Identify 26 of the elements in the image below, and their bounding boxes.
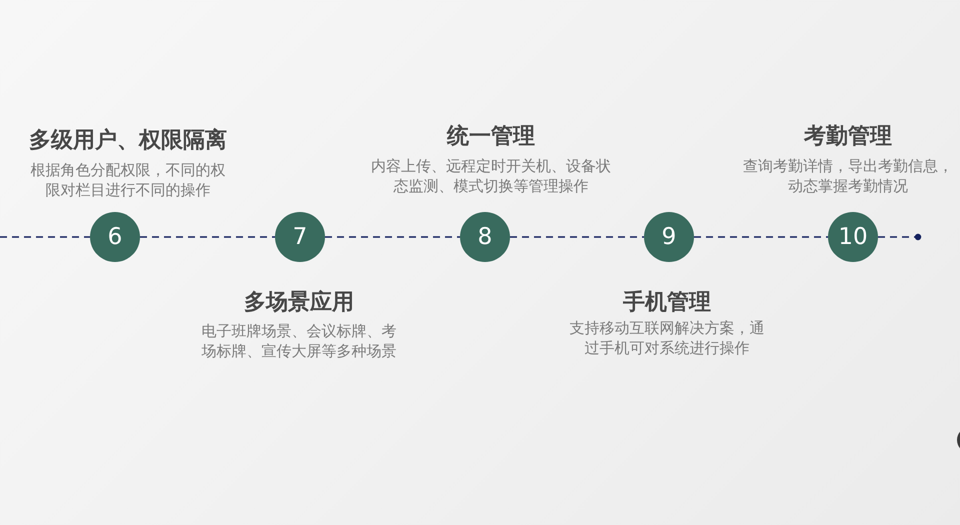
- step-number: 7: [292, 226, 308, 248]
- feature-title: 考勤管理: [804, 124, 892, 150]
- feature-description: 电子班牌场景、会议标牌、考场标牌、宣传大屏等多种场景: [200, 321, 398, 361]
- feature-title: 多级用户、权限隔离: [29, 128, 227, 154]
- feature-description: 查询考勤详情，导出考勤信息，动态掌握考勤情况: [742, 156, 954, 196]
- feature-title: 手机管理: [623, 290, 711, 316]
- step-number: 6: [108, 226, 122, 248]
- feature-description: 支持移动互联网解决方案，通过手机可对系统进行操作: [568, 318, 766, 358]
- dashed-timeline-line: [325, 236, 460, 238]
- step-number: 8: [478, 226, 492, 248]
- step-circle: [644, 212, 694, 262]
- step-number: 10: [838, 226, 868, 248]
- dashed-timeline-line: [878, 234, 922, 240]
- step-circle: [275, 212, 325, 262]
- step-circle: [828, 212, 878, 262]
- dashed-timeline-line: [694, 236, 828, 238]
- feature-title: 统一管理: [447, 124, 535, 150]
- step-number: 9: [662, 226, 676, 248]
- step-circle: [460, 212, 510, 262]
- dashed-timeline-line: [0, 236, 90, 238]
- dashed-timeline-line: [140, 236, 275, 238]
- dashed-timeline-line: [510, 236, 644, 238]
- step-circle: [90, 212, 140, 262]
- feature-title: 多场景应用: [244, 290, 354, 316]
- feature-description: 内容上传、远程定时开关机、设备状态监测、模式切换等管理操作: [370, 156, 612, 196]
- feature-description: 根据角色分配权限，不同的权限对栏目进行不同的操作: [30, 160, 226, 200]
